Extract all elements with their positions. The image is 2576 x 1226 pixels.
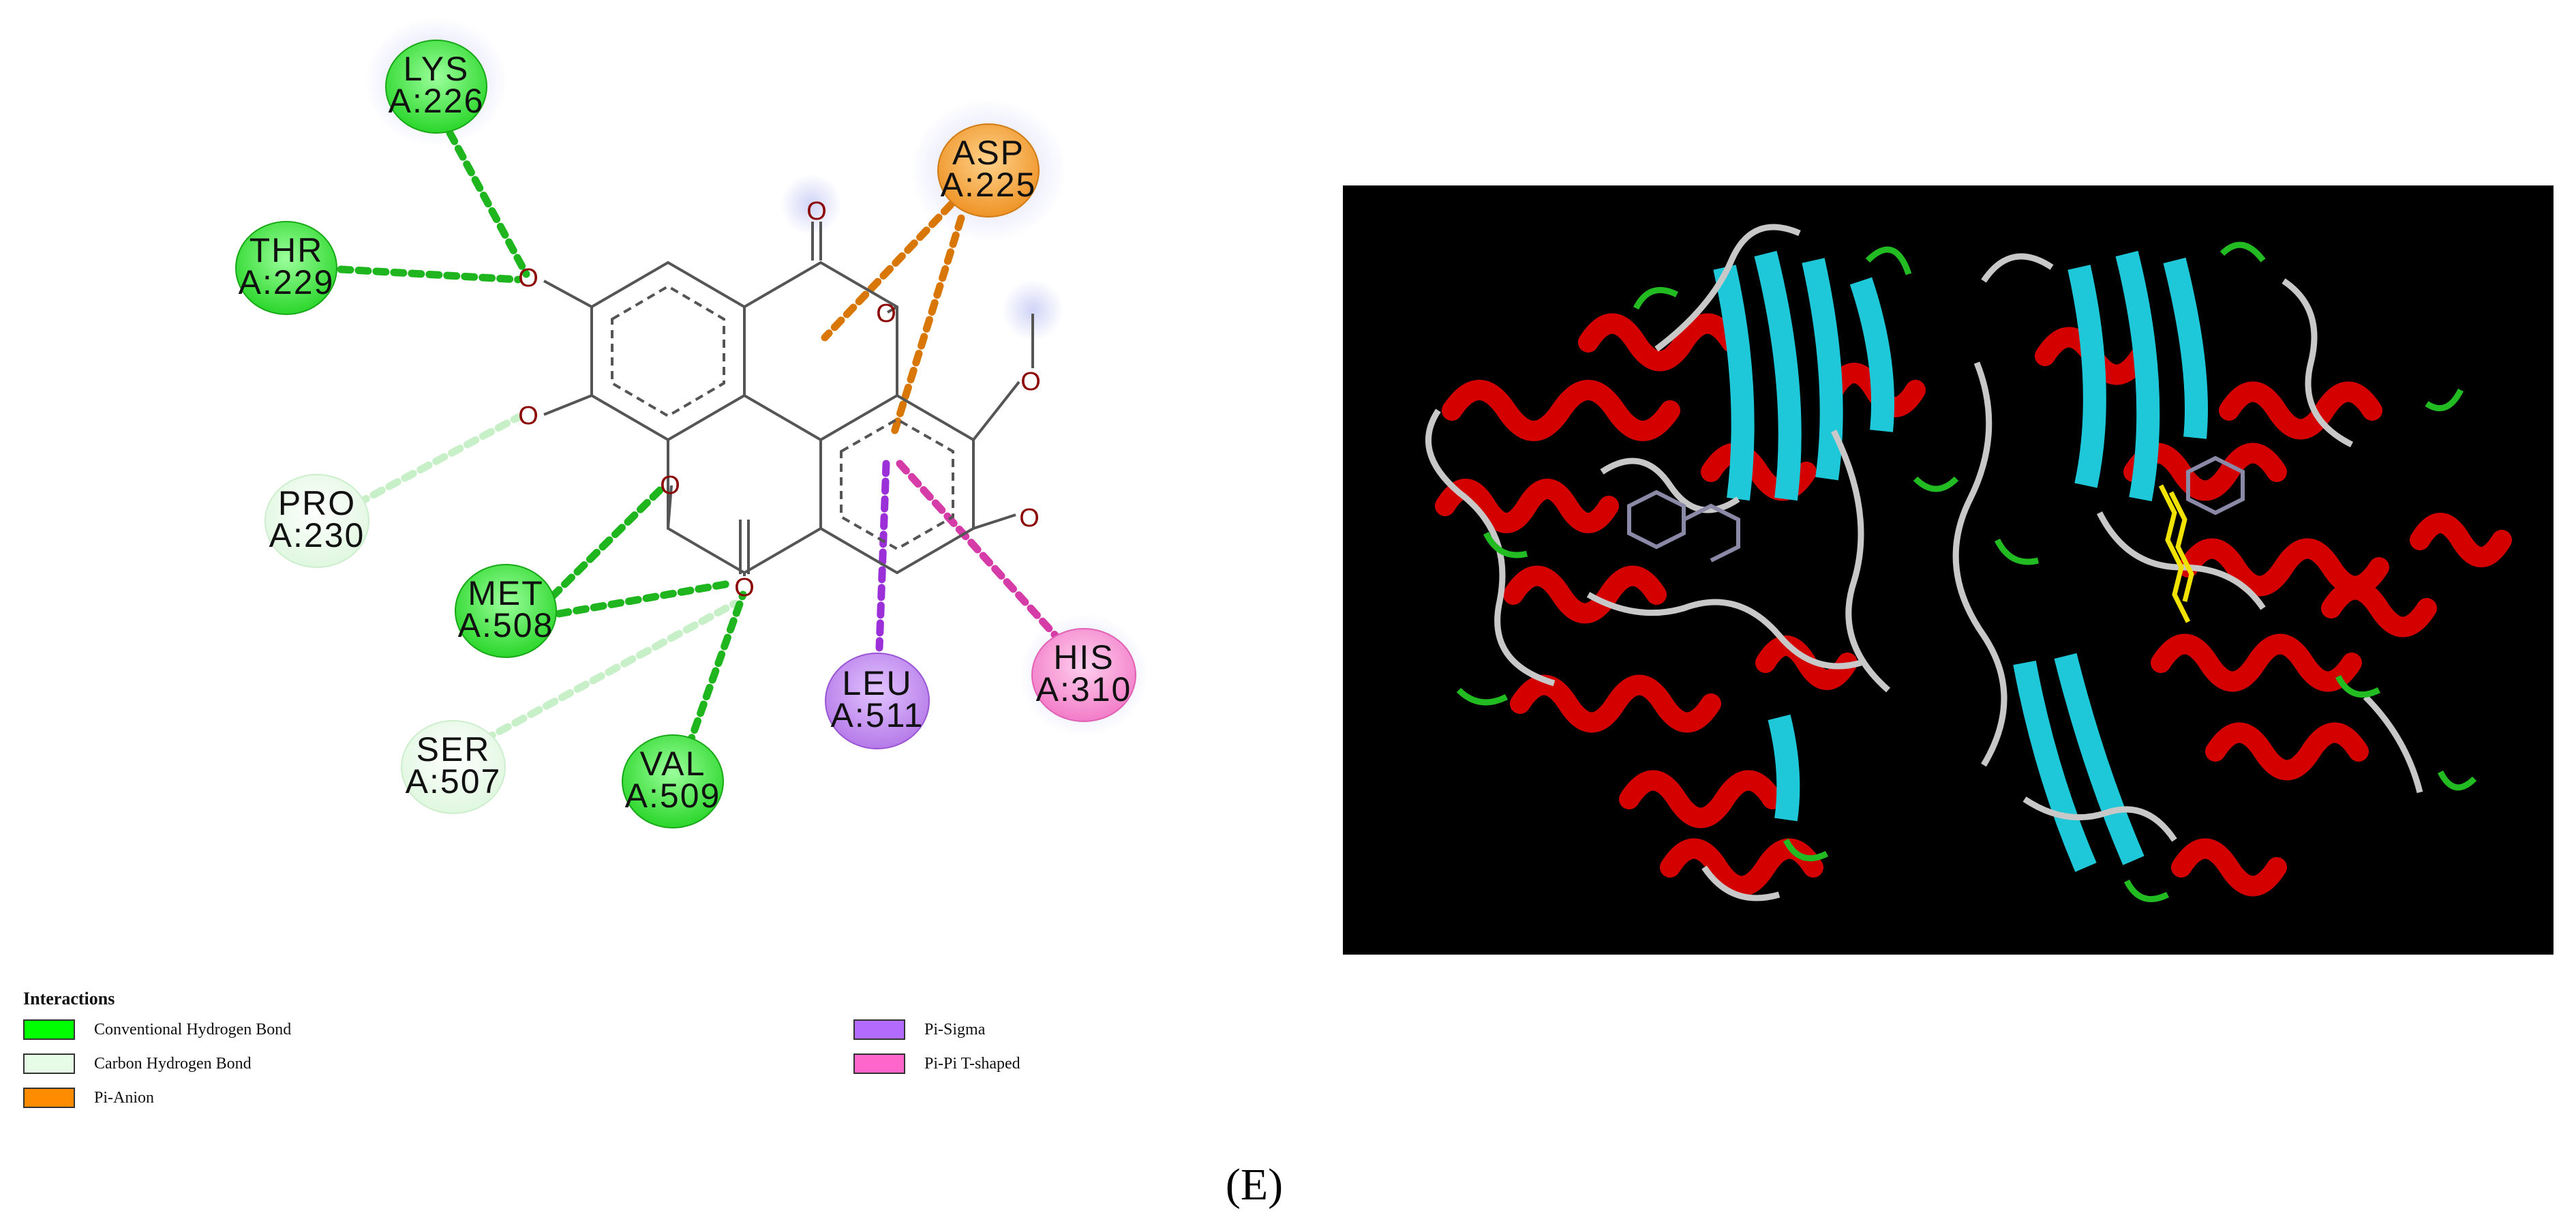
halo-methyl [1002,280,1063,341]
hbond-met508-b [555,579,737,618]
residue-asp225: ASP A:225 [937,123,1040,218]
legend-swatch [23,1053,75,1074]
residue-position: A:508 [458,606,554,644]
hbond-met508-a [548,481,669,601]
residue-name: HIS [1053,638,1114,676]
residue-position: A:509 [625,777,721,815]
residue-name: VAL [640,745,706,783]
legend-label: Pi-Pi T-shaped [924,1054,1020,1073]
legend-item-pi-sigma: Pi-Sigma [853,1017,985,1042]
right-monomer [1952,241,2512,903]
halo-o-top [781,174,842,235]
residue-position: A:225 [941,166,1037,204]
residue-position: A:310 [1036,670,1132,708]
legend-label: Carbon Hydrogen Bond [94,1054,252,1073]
residue-position: A:229 [239,263,335,301]
residue-val509: VAL A:509 [622,734,724,828]
oxygen-atoms: O O O O O O O O [518,197,1041,602]
residue-met508: MET A:508 [455,564,557,658]
legend-title: Interactions [23,989,115,1008]
residue-position: A:507 [406,762,502,801]
legend-swatch [853,1019,905,1040]
interaction-lines [337,129,1067,751]
oxygen-atom: O [518,264,539,293]
legend-item-pi-pi: Pi-Pi T-shaped [853,1051,1020,1076]
hbond-val509 [684,590,747,751]
residue-position: A:230 [269,516,365,554]
carbon-ser507 [480,599,739,744]
interactions-legend: Interactions Conventional Hydrogen Bond … [23,989,1182,1125]
protein-ribbon-render [1425,224,2512,903]
residue-position: A:511 [831,696,924,734]
residue-lys226: LYS A:226 [385,40,487,134]
pi-anion-a [821,200,955,342]
protein-3d-view [1343,185,2554,955]
residue-pro230: PRO A:230 [264,474,369,568]
residue-leu511: LEU A:511 [825,653,930,749]
residue-name: MET [468,574,544,612]
oxygen-atom: O [1019,504,1040,533]
legend-label: Pi-Sigma [924,1020,986,1038]
residue-bubbles: LYS A:226 THR A:229 ASP A:225 PRO A:230 … [235,40,1136,828]
oxygen-atom: O [518,402,539,430]
oxygen-atom: O [1020,368,1041,396]
legend-label: Conventional Hydrogen Bond [94,1020,292,1038]
legend-item-pi-anion: Pi-Anion [23,1086,154,1110]
residue-position: A:226 [389,82,485,120]
residue-thr229: THR A:229 [235,221,337,315]
oxygen-atom: O [876,299,896,328]
residue-his310: HIS A:310 [1031,628,1136,722]
legend-swatch [23,1088,75,1108]
left-monomer [1425,224,1959,901]
legend-swatch [23,1019,75,1040]
pi-pi-his310 [896,460,1067,648]
pi-sigma-leu511 [875,460,890,652]
oxygen-atom: O [734,573,755,602]
residue-name: ASP [952,134,1025,172]
legend-label: Pi-Anion [94,1088,155,1107]
oxygen-atom: O [806,197,827,226]
residue-name: LYS [404,50,470,88]
legend-item-carbon: Carbon Hydrogen Bond [23,1051,252,1076]
residue-name: LEU [842,664,912,702]
legend-item-conventional: Conventional Hydrogen Bond [23,1017,291,1042]
panel-label: (E) [1225,1160,1284,1210]
residue-name: SER [416,730,491,768]
residue-ser507: SER A:507 [401,720,506,814]
ligand-structure [543,222,1034,576]
pi-anion-b [889,214,965,440]
hbond-lys226 [446,129,530,278]
oxygen-atom: O [660,471,680,500]
interaction-diagram: O O O O O O O O LYS A:226 THR A:229 ASP … [235,17,1149,828]
residue-name: THR [249,231,324,269]
carbon-pro230 [354,413,522,507]
legend-swatch [853,1053,905,1074]
hbond-thr229 [337,265,522,284]
residue-name: PRO [278,484,356,522]
